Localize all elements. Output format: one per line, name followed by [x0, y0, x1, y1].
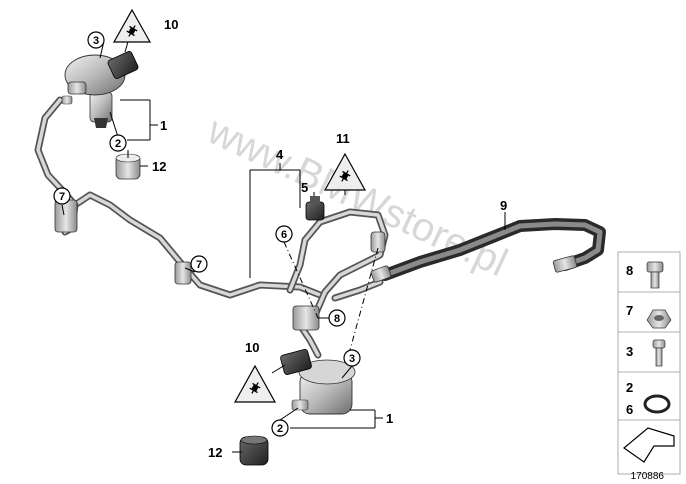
assembly-dash-lines — [283, 241, 379, 351]
document-id: 170886 — [631, 471, 665, 482]
warning-triangle-10-upper — [112, 8, 152, 43]
callout-circle-3-lower — [343, 349, 361, 367]
label-12-lower: 12 — [208, 445, 222, 460]
protective-cap-lower — [239, 435, 269, 466]
label-11: 11 — [336, 131, 350, 146]
watermark: www.BMWstore.pl — [200, 108, 514, 285]
leader-lines — [61, 27, 506, 453]
fuel-hose — [370, 218, 606, 283]
callout-circle-6 — [275, 225, 293, 243]
callout-circle-3-upper — [87, 31, 105, 49]
label-12-upper: 12 — [152, 159, 166, 174]
callout-circle-7-mid — [190, 255, 208, 273]
label-1-upper: 1 — [160, 118, 167, 133]
label-5: 5 — [301, 180, 308, 195]
label-3-lower: 3 — [349, 353, 355, 365]
label-6: 6 — [281, 229, 287, 241]
callout-circle-2-lower — [271, 419, 289, 437]
fuel-line-connector — [331, 278, 384, 302]
nut-icon — [646, 309, 672, 329]
high-pressure-pump-lower — [280, 348, 356, 415]
label-10-upper: 10 — [164, 17, 178, 32]
callout-circle-2-upper — [109, 134, 127, 152]
legend-label-8: 8 — [626, 263, 633, 278]
legend-label-7: 7 — [626, 303, 633, 318]
legend-label-6: 6 — [626, 402, 633, 417]
pressure-sensor — [305, 196, 325, 221]
label-9: 9 — [500, 198, 507, 213]
warning-triangle-11 — [323, 152, 367, 191]
label-8: 8 — [334, 313, 340, 325]
o-ring-icon — [643, 394, 671, 414]
callout-circle-7-left — [53, 187, 71, 205]
label-1-lower: 1 — [386, 411, 393, 426]
arrow-left-icon — [623, 427, 675, 463]
screw-icon — [652, 339, 666, 367]
bolt-icon — [646, 261, 664, 289]
label-2-lower: 2 — [277, 423, 283, 435]
tube-clip — [54, 199, 386, 331]
label-4: 4 — [276, 147, 284, 162]
label-7-left: 7 — [59, 191, 65, 203]
label-2-upper: 2 — [115, 138, 121, 150]
label-7-mid: 7 — [196, 259, 202, 271]
high-pressure-pump-upper — [61, 51, 139, 128]
label-3-upper: 3 — [93, 35, 99, 47]
callout-circle-8 — [328, 309, 346, 327]
fuel-line-upper — [34, 96, 324, 299]
warning-triangle-10-lower — [233, 364, 277, 403]
legend-label-2: 2 — [626, 380, 633, 395]
label-10-lower: 10 — [245, 340, 259, 355]
legend-label-3: 3 — [626, 344, 633, 359]
